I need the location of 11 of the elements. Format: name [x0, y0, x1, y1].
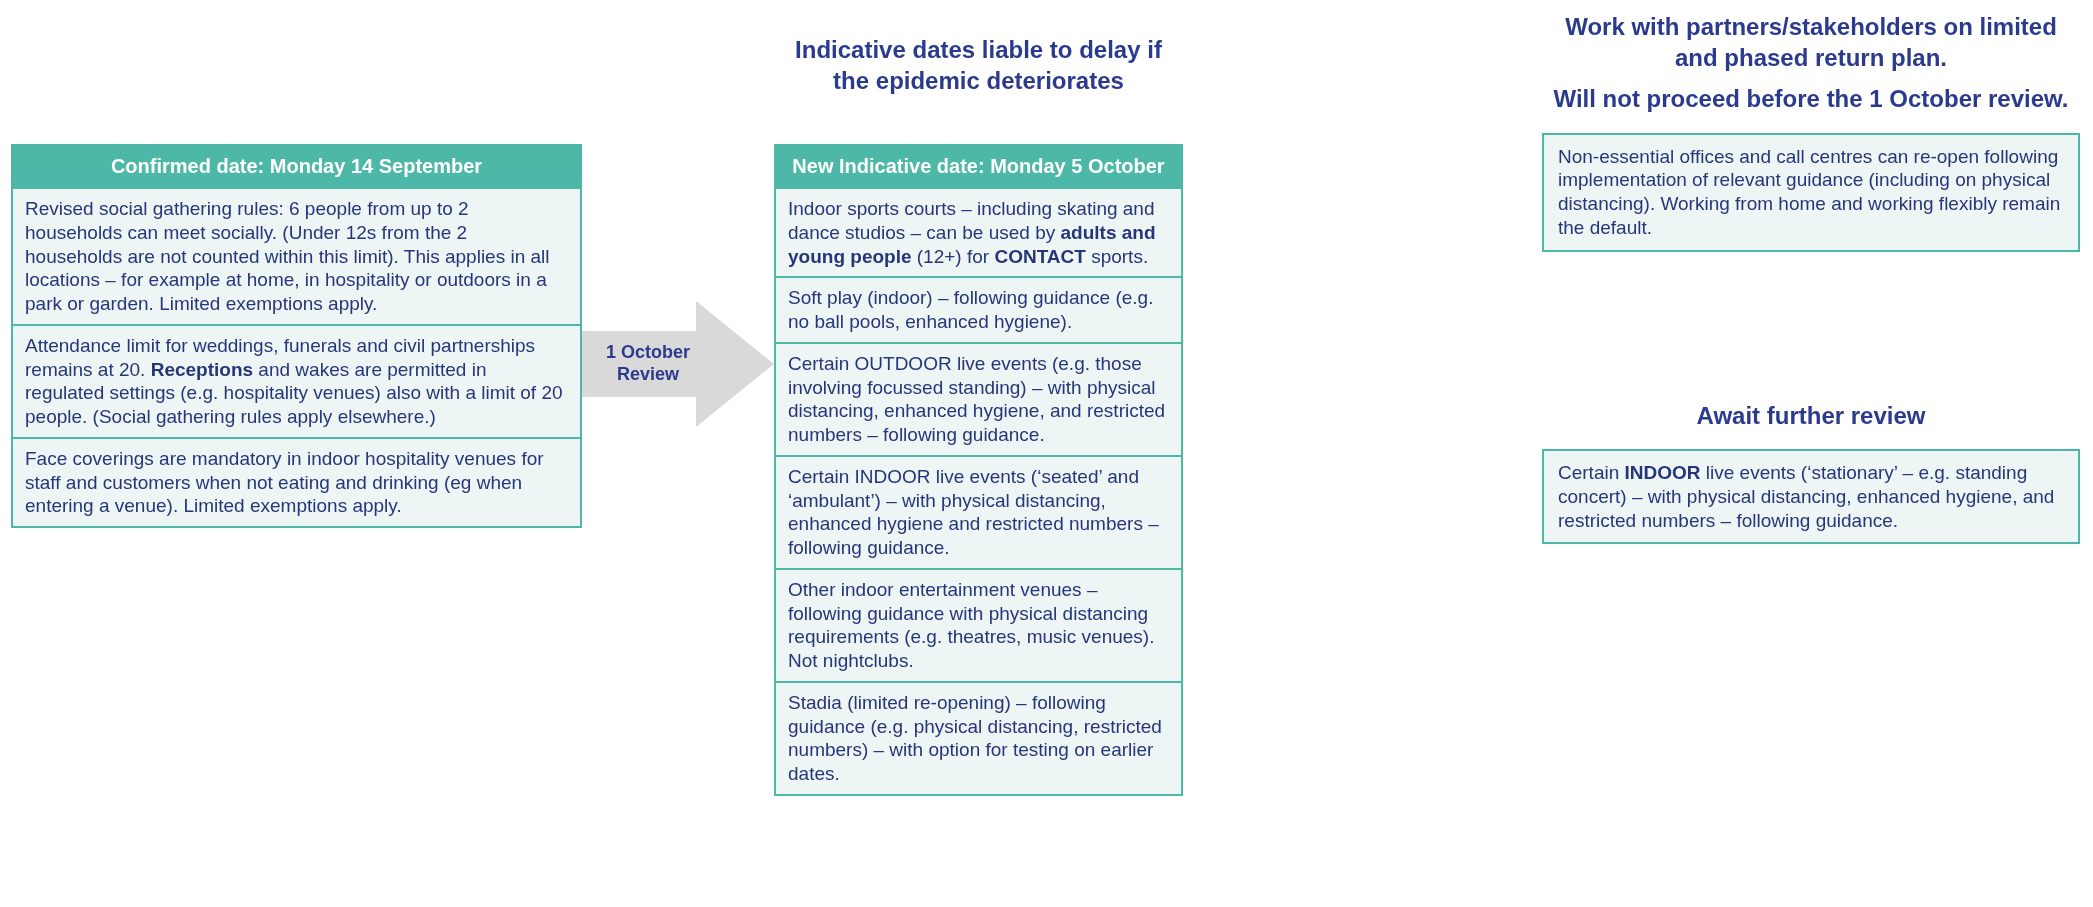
heading: Will not proceed before the 1 October review.: [1552, 84, 2070, 115]
heading: Indicative dates liable to delay if the epidemic deteriorates: [794, 34, 1163, 96]
column-panel: [11, 144, 582, 528]
heading: Await further review: [1695, 401, 1927, 431]
header-band: New Indicative date: Monday 5 October: [776, 146, 1181, 187]
heading: Work with partners/stakeholders on limited and phased return plan.: [1564, 12, 2058, 74]
info-box: Certain INDOOR live events (‘stationary’ – e.g. standing concert) – with physical distancing, enhanced hygiene, and restricted numbers – following guidance.: [1542, 449, 2080, 545]
edge-label: 1 October Review: [605, 342, 691, 386]
info-box: Non-essential offices and call centres can re-open following implementation of relevant guidance (including on physical distancing). Working from home and working flexibly remain the default.: [1542, 132, 2080, 252]
block-arrow: [582, 301, 774, 427]
header-band: Confirmed date: Monday 14 September: [13, 146, 580, 187]
